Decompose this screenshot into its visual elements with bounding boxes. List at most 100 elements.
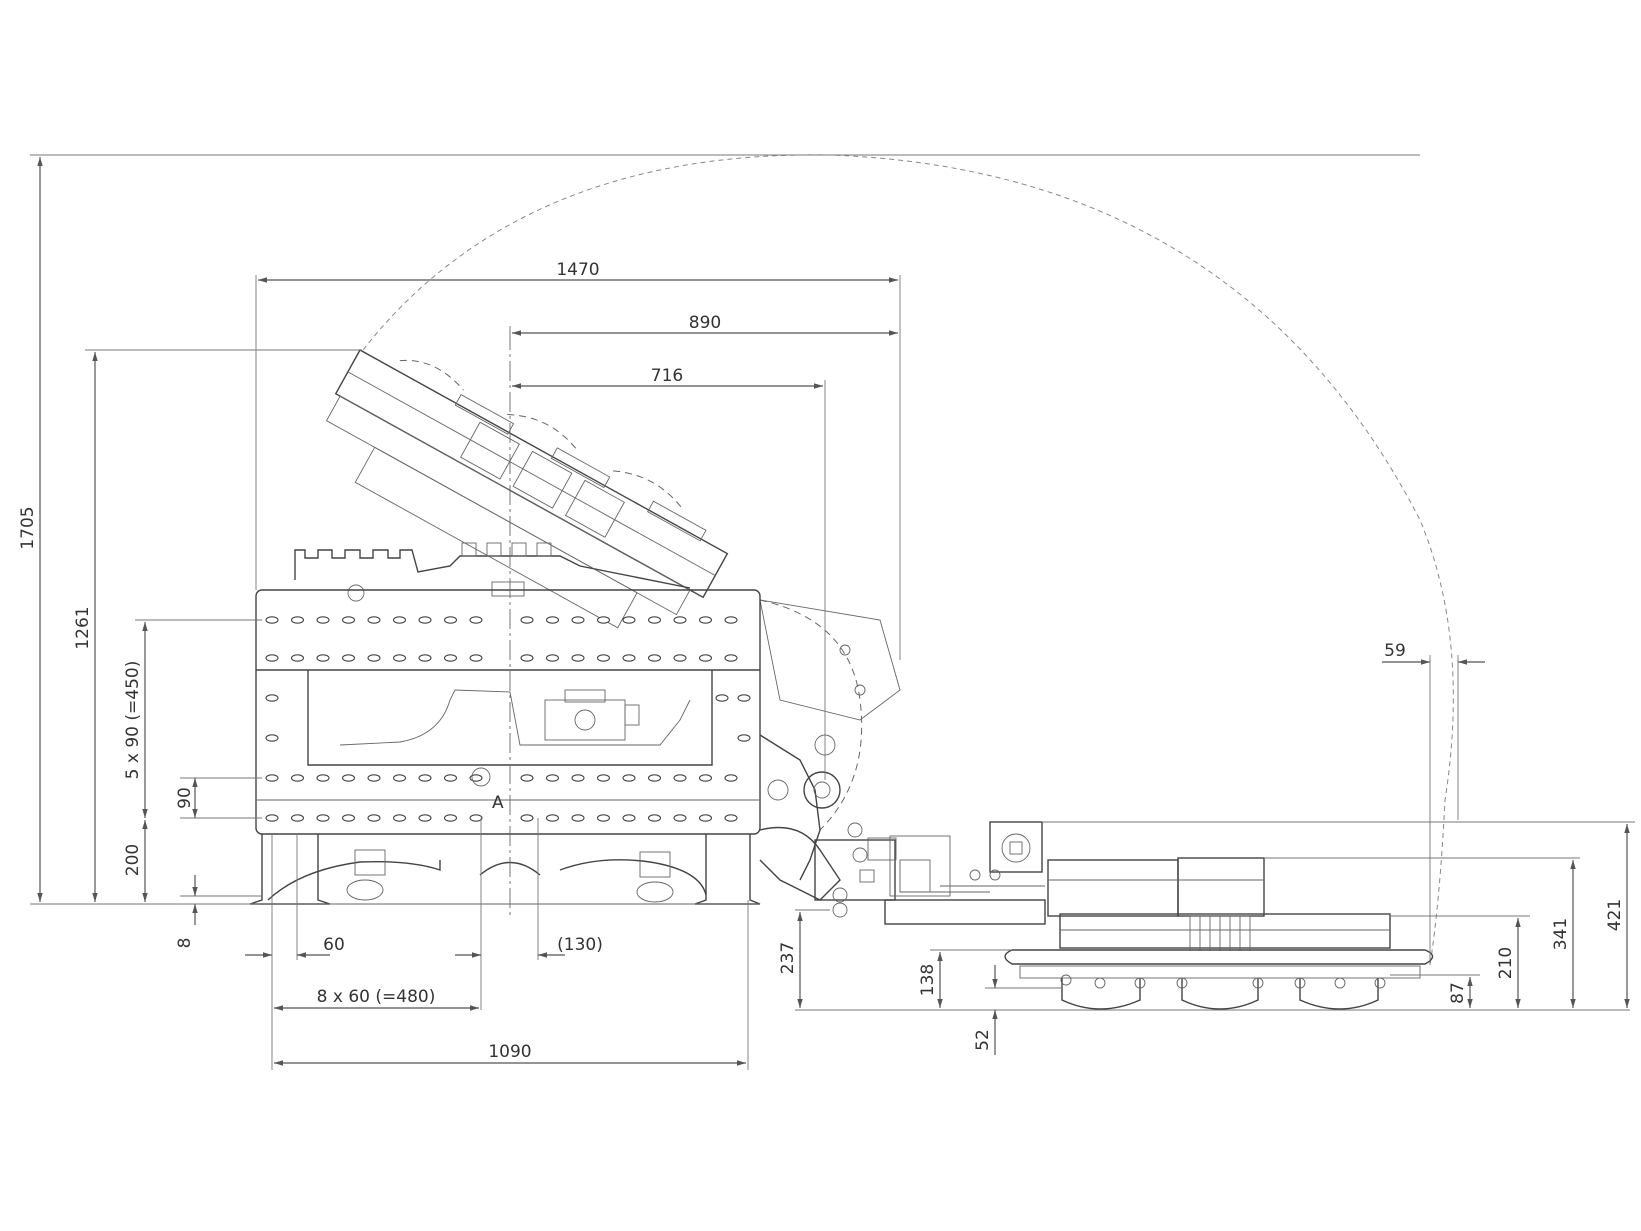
detail-marker-circle bbox=[471, 767, 491, 787]
mounting-slot bbox=[418, 814, 432, 822]
mounting-slot bbox=[596, 774, 611, 782]
mounting-slot bbox=[265, 814, 279, 822]
mounting-slot bbox=[520, 654, 534, 662]
mounting-slot bbox=[571, 814, 585, 822]
dim-label-1090: 1090 bbox=[488, 1042, 531, 1062]
mounting-slot bbox=[596, 814, 611, 822]
slot-row-2 bbox=[265, 654, 738, 662]
mounting-slot bbox=[520, 814, 534, 822]
dim-label-52: 52 bbox=[973, 1029, 993, 1051]
mounting-slot bbox=[290, 774, 305, 782]
mounting-slot bbox=[647, 774, 662, 782]
mounting-slot bbox=[469, 814, 483, 822]
mounting-slot bbox=[737, 694, 751, 702]
dim-label-1470: 1470 bbox=[556, 260, 599, 280]
dim-label-130: (130) bbox=[557, 935, 603, 955]
dim-label-200: 200 bbox=[123, 844, 143, 876]
mounting-slot bbox=[596, 654, 611, 662]
dim-label-138: 138 bbox=[918, 964, 938, 996]
dimension-labels: 1705 1261 1470 890 716 5 x 90 (=450) 90 … bbox=[18, 260, 1625, 1062]
mounting-slot bbox=[571, 616, 585, 624]
mounting-slot bbox=[622, 616, 636, 624]
mounting-slot bbox=[673, 774, 687, 782]
mounting-slot bbox=[673, 814, 687, 822]
mounting-slot bbox=[367, 654, 381, 662]
mounting-slot bbox=[290, 814, 305, 822]
mounting-slot bbox=[469, 654, 483, 662]
mounting-slot bbox=[290, 654, 305, 662]
dim-label-1261: 1261 bbox=[73, 606, 93, 649]
mounting-slot bbox=[265, 616, 279, 624]
mounting-slot bbox=[443, 654, 458, 662]
dim-label-716: 716 bbox=[651, 366, 683, 386]
mounting-slot bbox=[418, 654, 432, 662]
mounting-slot bbox=[265, 694, 279, 702]
mounting-slot bbox=[545, 774, 560, 782]
dim-label-8: 8 bbox=[175, 938, 195, 949]
slot-row-1 bbox=[265, 616, 738, 624]
detail-marker-label: A bbox=[492, 793, 504, 813]
dim-label-87: 87 bbox=[1448, 982, 1468, 1004]
mounting-slot bbox=[341, 774, 356, 782]
mounting-slot bbox=[316, 774, 330, 782]
mounting-slot bbox=[698, 616, 713, 624]
mounting-slot bbox=[367, 774, 381, 782]
mounting-slot bbox=[673, 654, 687, 662]
mounting-slot bbox=[443, 814, 458, 822]
mounting-slot bbox=[724, 616, 738, 624]
mounting-slot bbox=[265, 734, 279, 742]
mounting-slot bbox=[622, 654, 636, 662]
vacuum-tool bbox=[884, 821, 1434, 1010]
mounting-slot bbox=[647, 814, 662, 822]
mounting-slot bbox=[341, 814, 356, 822]
dim-label-8x60: 8 x 60 (=480) bbox=[317, 987, 436, 1007]
mounting-slot bbox=[698, 814, 713, 822]
mounting-slot bbox=[341, 654, 356, 662]
slot-row-4 bbox=[265, 774, 738, 782]
dim-label-90: 90 bbox=[175, 787, 195, 809]
mounting-slot bbox=[469, 774, 483, 782]
mounting-slot bbox=[392, 654, 407, 662]
mounting-slot bbox=[647, 654, 662, 662]
slot-row-5 bbox=[265, 814, 738, 822]
mounting-slot bbox=[545, 814, 560, 822]
dim-label-59: 59 bbox=[1384, 641, 1406, 661]
mounting-slot bbox=[443, 616, 458, 624]
mounting-slot bbox=[673, 616, 687, 624]
dim-label-890: 890 bbox=[689, 313, 721, 333]
swing-arc bbox=[362, 154, 1454, 966]
mounting-slot bbox=[316, 616, 330, 624]
mounting-slot bbox=[341, 616, 356, 624]
mounting-slot bbox=[545, 654, 560, 662]
mounting-slot bbox=[520, 774, 534, 782]
mounting-slot bbox=[316, 654, 330, 662]
mounting-slot bbox=[596, 616, 611, 624]
dim-label-237: 237 bbox=[778, 942, 798, 974]
mounting-slot bbox=[392, 814, 407, 822]
mounting-slot bbox=[418, 616, 432, 624]
mounting-slot bbox=[520, 616, 534, 624]
mounting-slot bbox=[737, 734, 751, 742]
mounting-slot bbox=[265, 774, 279, 782]
mounting-slot bbox=[545, 616, 560, 624]
mounting-slot bbox=[715, 694, 729, 702]
dim-label-1705: 1705 bbox=[18, 506, 38, 549]
mounting-slot bbox=[392, 774, 407, 782]
dimension-lines bbox=[30, 154, 1635, 1070]
mounting-slot bbox=[265, 654, 279, 662]
slot-row-3 bbox=[265, 694, 751, 742]
dim-label-60: 60 bbox=[323, 935, 345, 955]
mounting-slot bbox=[367, 814, 381, 822]
mounting-slot bbox=[571, 774, 585, 782]
mounting-slot bbox=[418, 774, 432, 782]
mounting-slot bbox=[724, 814, 738, 822]
mounting-slot bbox=[290, 616, 305, 624]
mounting-slot bbox=[647, 616, 662, 624]
mounting-slot bbox=[443, 774, 458, 782]
mounting-slot bbox=[698, 774, 713, 782]
main-frame: A bbox=[249, 330, 761, 915]
mounting-slot bbox=[367, 616, 381, 624]
mounting-slot bbox=[622, 814, 636, 822]
mounting-slot bbox=[469, 616, 483, 624]
